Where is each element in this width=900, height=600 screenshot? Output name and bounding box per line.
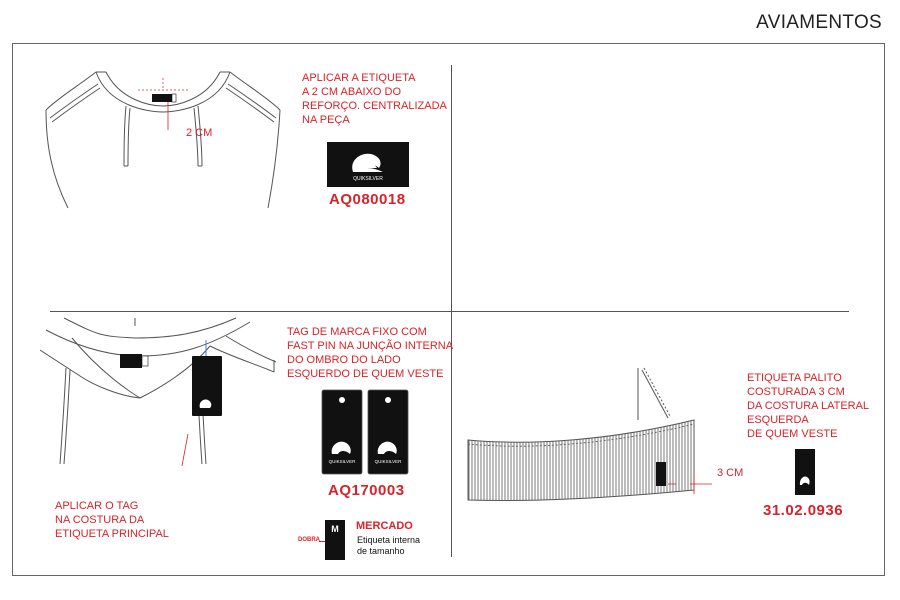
instruction-line: NA PEÇA	[302, 114, 350, 126]
size-label-description: Etiqueta interna de tamanho	[357, 535, 420, 557]
instruction-line: A 2 CM ABAIXO DO	[302, 86, 402, 98]
tag-brand-text: QUIKSILVER	[329, 459, 356, 464]
callout-line: ETIQUETA PRINCIPAL	[55, 528, 169, 540]
main-label: QUIKSILVER	[327, 142, 409, 187]
hem-ribbing-sketch	[467, 367, 712, 502]
callout-line: NA COSTURA DA	[55, 514, 145, 526]
market-title: MERCADO	[356, 520, 413, 532]
sheet-frame	[12, 43, 885, 576]
page-title: AVIAMENTOS	[756, 12, 882, 33]
quiksilver-logo-icon: QUIKSILVER	[352, 153, 383, 182]
part-code-main-label: AQ080018	[329, 191, 406, 208]
palito-instruction: ETIQUETA PALITO COSTURADA 3 CM DA COSTUR…	[747, 371, 869, 441]
quiksilver-logo-icon	[799, 476, 810, 485]
hangtag-pair: QUIKSILVER QUIKSILVER	[321, 389, 409, 475]
instruction-line: TAG DE MARCA FIXO COM	[287, 326, 427, 338]
collar-dimension-label: 2 CM	[186, 127, 213, 139]
instruction-line: ESQUERDA	[747, 414, 809, 426]
description-line: Etiqueta interna	[357, 535, 421, 545]
fold-line	[319, 541, 325, 542]
hoodie-collar-sketch	[45, 71, 281, 209]
horizontal-divider	[50, 311, 849, 312]
instruction-line: REFORÇO. CENTRALIZADA	[302, 100, 447, 112]
instruction-line: DO OMBRO DO LADO	[287, 354, 401, 366]
callout-line: APLICAR O TAG	[55, 500, 139, 512]
instruction-line: ESQUERDO DE QUEM VESTE	[287, 368, 444, 380]
description-line: de tamanho	[357, 546, 405, 556]
instruction-line: FAST PIN NA JUNÇÃO INTERNA	[287, 340, 454, 352]
label-instruction: APLICAR A ETIQUETA A 2 CM ABAIXO DO REFO…	[302, 71, 447, 127]
hangtag-instruction: TAG DE MARCA FIXO COM FAST PIN NA JUNÇÃO…	[287, 325, 453, 381]
part-code-hangtag: AQ170003	[328, 482, 405, 499]
fold-text: DOBRA	[298, 537, 320, 543]
instruction-line: DA COSTURA LATERAL	[747, 400, 870, 412]
hangtag-front: QUIKSILVER	[321, 389, 363, 475]
size-letter: M	[331, 524, 339, 534]
instruction-line: APLICAR A ETIQUETA	[302, 72, 416, 84]
instruction-line: COSTURADA 3 CM	[747, 386, 845, 398]
hangtag-back: QUIKSILVER	[367, 389, 409, 475]
instruction-line: ETIQUETA PALITO	[747, 372, 842, 384]
hem-dimension-label: 3 CM	[717, 467, 744, 479]
size-label: M	[325, 520, 345, 560]
tag-brand-text: QUIKSILVER	[375, 459, 402, 464]
label-brand-text: QUIKSILVER	[353, 176, 383, 182]
hoodie-hangtag-sketch	[40, 317, 277, 466]
part-code-palito: 31.02.0936	[763, 502, 844, 519]
hangtag-callout: APLICAR O TAG NA COSTURA DA ETIQUETA PRI…	[55, 499, 169, 541]
palito-label	[795, 449, 815, 495]
instruction-line: DE QUEM VESTE	[747, 428, 838, 440]
